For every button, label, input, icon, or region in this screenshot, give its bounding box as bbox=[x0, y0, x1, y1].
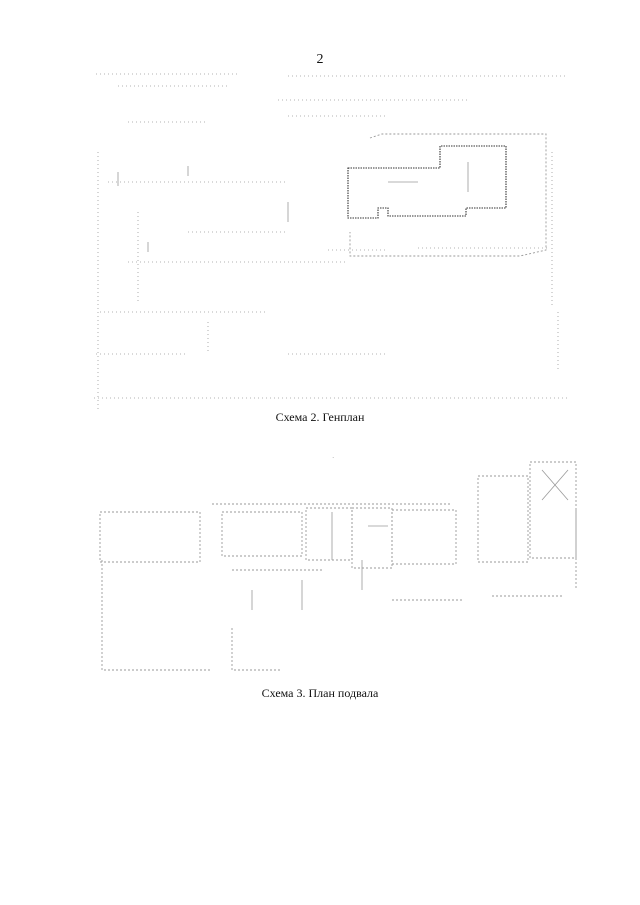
basement-details bbox=[251, 469, 569, 610]
building-footprint bbox=[347, 145, 507, 219]
basement-faint-label: · bbox=[332, 454, 334, 462]
basement-caption: Схема 3. План подвала bbox=[261, 686, 379, 700]
genplan-background-lines bbox=[94, 73, 568, 412]
basement-plan-drawing: · bbox=[99, 454, 577, 671]
genplan-caption: Схема 2. Генплан bbox=[275, 410, 365, 424]
genplan-drawing bbox=[94, 73, 568, 412]
page-number: 2 bbox=[316, 52, 324, 67]
basement-walls bbox=[99, 461, 577, 671]
genplan-marks bbox=[117, 162, 469, 252]
site-boundary bbox=[349, 133, 547, 257]
